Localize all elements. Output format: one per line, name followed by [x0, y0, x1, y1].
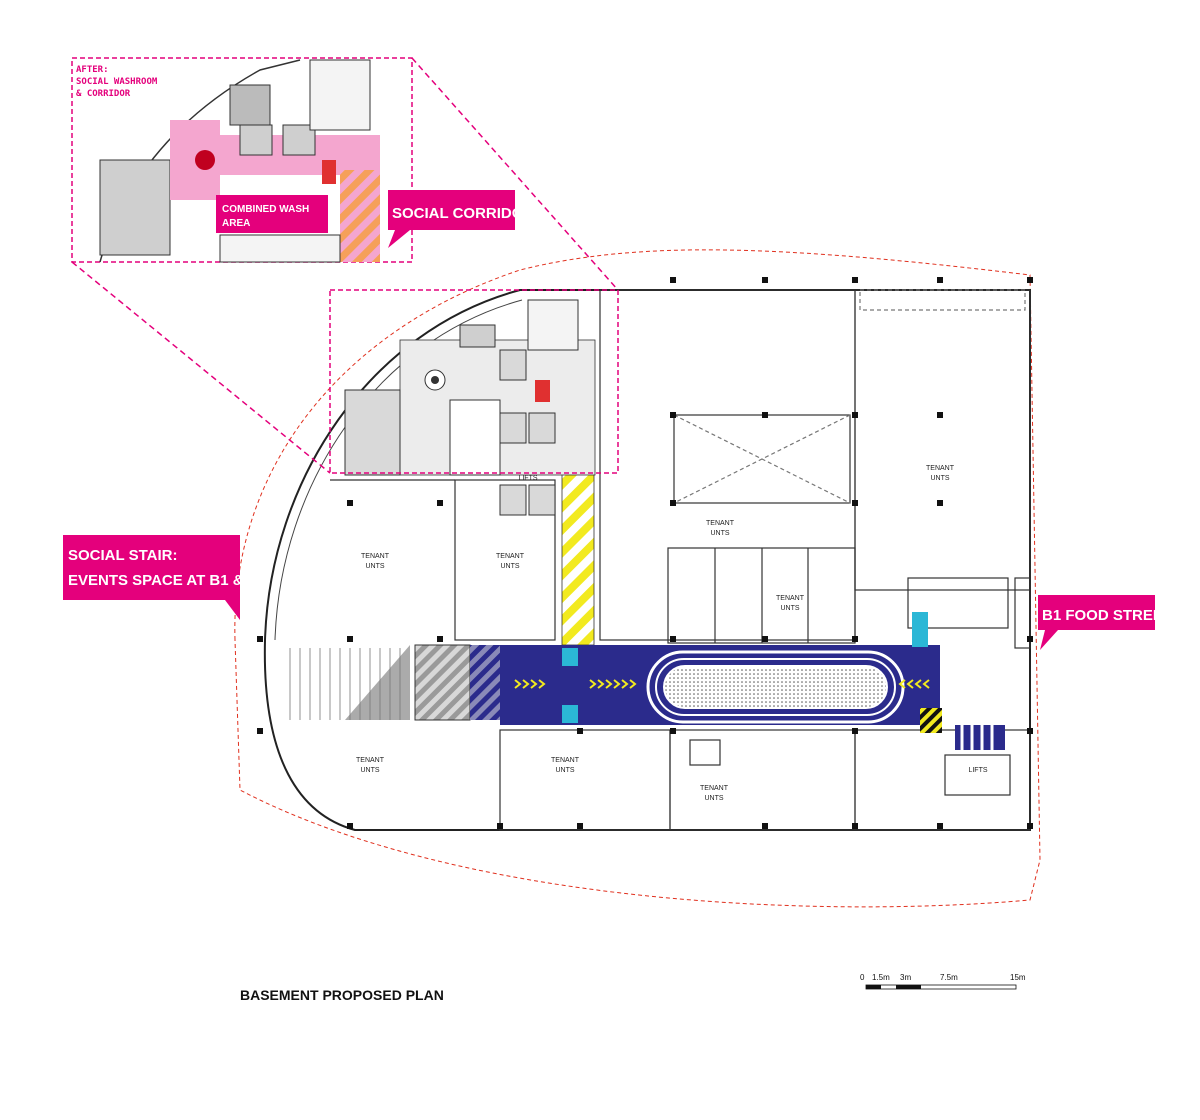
svg-text:1.5m: 1.5m [872, 973, 890, 982]
core-area [344, 299, 596, 516]
svg-text:UNTS: UNTS [500, 563, 519, 570]
food-street-callout [1038, 595, 1155, 650]
social-corridor-text: SOCIAL CORRIDOR [392, 205, 534, 222]
cyan-crossing [562, 648, 578, 666]
social-corridor-callout [388, 190, 515, 248]
svg-text:UNTS: UNTS [780, 605, 799, 612]
gray-hatched-zone [414, 644, 471, 721]
blue-hatched-zone [470, 645, 500, 720]
room-labels: TENANT UNTS TENANT UNTS TENANT UNTS TENA… [356, 465, 988, 802]
cyan-arrow-column [912, 612, 928, 647]
svg-text:UNTS: UNTS [555, 767, 574, 774]
chevron-arrows [514, 679, 930, 689]
wash-area-label-bg [216, 195, 328, 233]
room-walls [330, 289, 1031, 831]
cyan-crossing-lower [562, 705, 578, 723]
stair-treads [289, 648, 401, 720]
food-street-text: B1 FOOD STREET [1042, 607, 1172, 624]
svg-text:UNTS: UNTS [365, 563, 384, 570]
svg-text:TENANT: TENANT [926, 465, 955, 472]
building-outline [263, 289, 1031, 831]
svg-text:3m: 3m [900, 973, 911, 982]
svg-text:UNTS: UNTS [360, 767, 379, 774]
svg-text:TENANT: TENANT [706, 520, 735, 527]
structural-columns [257, 277, 1033, 829]
site-boundary [234, 249, 1041, 908]
inset-leader-left [71, 261, 331, 474]
scale-bar: 0 1.5m 3m 7.5m 15m [860, 973, 1026, 990]
svg-text:UNTS: UNTS [704, 795, 723, 802]
detail-area-marker [329, 289, 619, 474]
svg-text:UNTS: UNTS [930, 475, 949, 482]
inset-leader-right [411, 57, 619, 291]
social-stair-text: SOCIAL STAIR: EVENTS SPACE AT B1 & L1 [68, 547, 265, 589]
stair-shading [345, 645, 410, 720]
running-track-mid [655, 658, 896, 716]
svg-text:7.5m: 7.5m [940, 973, 958, 982]
inset-heading: AFTER: SOCIAL WASHROOM & CORRIDOR [76, 65, 163, 99]
svg-text:TENANT: TENANT [361, 553, 390, 560]
social-stair-callout [63, 535, 240, 620]
svg-text:TENANT: TENANT [776, 595, 805, 602]
svg-text:TENANT: TENANT [551, 757, 580, 764]
hazard-block [920, 708, 942, 733]
svg-text:TENANT: TENANT [700, 785, 729, 792]
wash-area-label: COMBINED WASH AREA [222, 204, 312, 229]
plan-title: BASEMENT PROPOSED PLAN [240, 987, 444, 1003]
lobby-stripe-lines [960, 725, 994, 750]
svg-text:TENANT: TENANT [496, 553, 525, 560]
svg-text:0: 0 [860, 973, 865, 982]
svg-text:15m: 15m [1010, 973, 1026, 982]
svg-text:TENANT: TENANT [356, 757, 385, 764]
running-track-inner [663, 665, 888, 709]
inset-detail [71, 57, 413, 263]
svg-text:UNTS: UNTS [710, 530, 729, 537]
svg-text:LIFTS: LIFTS [968, 767, 987, 774]
svg-text:LIFTS: LIFTS [518, 475, 537, 482]
